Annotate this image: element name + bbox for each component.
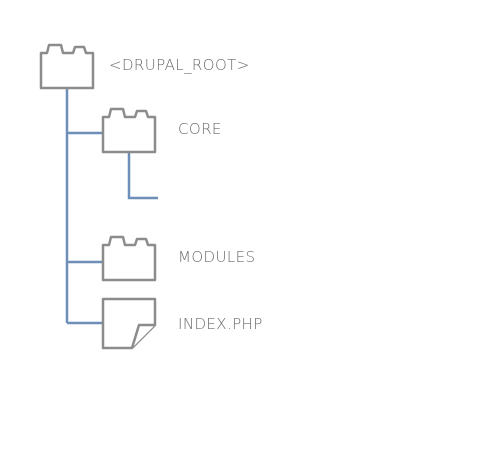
file-icon bbox=[101, 297, 157, 350]
root-label: <DRUPAL_ROOT> bbox=[109, 56, 250, 74]
tree-connectors bbox=[65, 88, 158, 325]
modules-folder-icon bbox=[101, 235, 157, 282]
core-node[interactable]: CORE bbox=[101, 107, 222, 154]
root-folder-icon bbox=[39, 43, 95, 90]
modules-node[interactable]: MODULES bbox=[101, 235, 255, 282]
root-node[interactable]: <DRUPAL_ROOT> bbox=[39, 43, 250, 90]
index-label: INDEX.PHP bbox=[178, 315, 263, 333]
core-child-connector bbox=[127, 152, 158, 200]
core-label: CORE bbox=[178, 120, 222, 138]
core-folder-icon bbox=[101, 107, 157, 154]
modules-label: MODULES bbox=[178, 248, 255, 266]
index-node[interactable]: INDEX.PHP bbox=[101, 297, 263, 350]
